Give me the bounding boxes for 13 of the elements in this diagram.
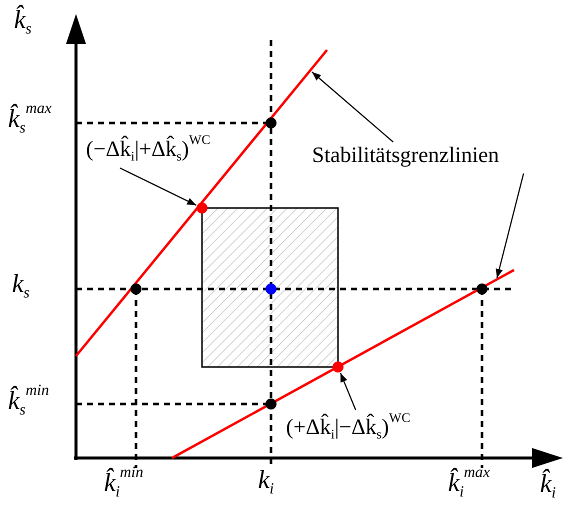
axis-label: k̂$_{s}$ [14,4,32,40]
tick-label: k$_{i}$ [258,464,274,500]
callout-label: Stabilitätsgrenzlinien [312,142,499,168]
leader-arrow [340,372,356,410]
leader-arrow [496,173,524,278]
worst-case-point [332,362,344,372]
worst-case-label: (+Δk̂$_{i}$|−Δk̂$_{s}$)$^{WC}$ [286,410,410,442]
worst-case-point [196,202,208,214]
leader-arrow [312,72,394,142]
leader-arrow [120,167,196,206]
tick-label: k$_{s}$ [12,268,30,304]
worst-case-label: (−Δk̂$_{i}$|+Δk̂$_{s}$)$^{WC}$ [86,132,210,164]
axis-label: k̂$_{i}$ [540,468,556,504]
